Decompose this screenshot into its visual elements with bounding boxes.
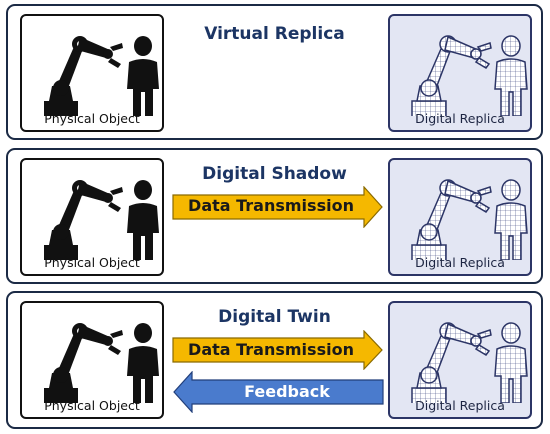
data-transmission-arrow: Data Transmission [172, 330, 384, 370]
digital-replica-box: Digital Replica [388, 14, 532, 132]
physical-object-box: Physical Object [20, 14, 164, 132]
digital-replica-label: Digital Replica [415, 255, 505, 270]
person-icon [127, 36, 159, 116]
physical-object-label: Physical Object [44, 111, 140, 126]
physical-object-label: Physical Object [44, 398, 140, 413]
digital-replica-box: Digital Replica [388, 301, 532, 419]
wireframe-person-icon [494, 179, 528, 260]
data-transmission-label: Data Transmission [188, 196, 354, 215]
digital-replica-box: Digital Replica [388, 158, 532, 276]
digital-replica-label: Digital Replica [415, 398, 505, 413]
wireframe-person-icon [494, 35, 528, 116]
physical-object-label: Physical Object [44, 255, 140, 270]
person-icon [127, 323, 159, 403]
physical-object-box: Physical Object [20, 158, 164, 276]
feedback-arrow: Feedback [172, 371, 384, 413]
panel-title: Digital Shadow [202, 164, 347, 184]
wireframe-person-icon [494, 322, 528, 403]
panel-title: Digital Twin [218, 307, 331, 327]
panel-digital-shadow: Digital Shadow Physical Object Data Tran… [6, 148, 543, 284]
data-transmission-label: Data Transmission [188, 340, 354, 359]
feedback-label: Feedback [244, 382, 330, 401]
person-icon [127, 180, 159, 260]
panel-virtual-replica: Virtual Replica Physical Object Digital … [6, 4, 543, 140]
data-transmission-arrow: Data Transmission [172, 186, 384, 228]
panel-digital-twin: Digital Twin Physical Object Data Transm… [6, 291, 543, 429]
digital-replica-label: Digital Replica [415, 111, 505, 126]
physical-object-box: Physical Object [20, 301, 164, 419]
panel-title: Virtual Replica [204, 24, 345, 44]
